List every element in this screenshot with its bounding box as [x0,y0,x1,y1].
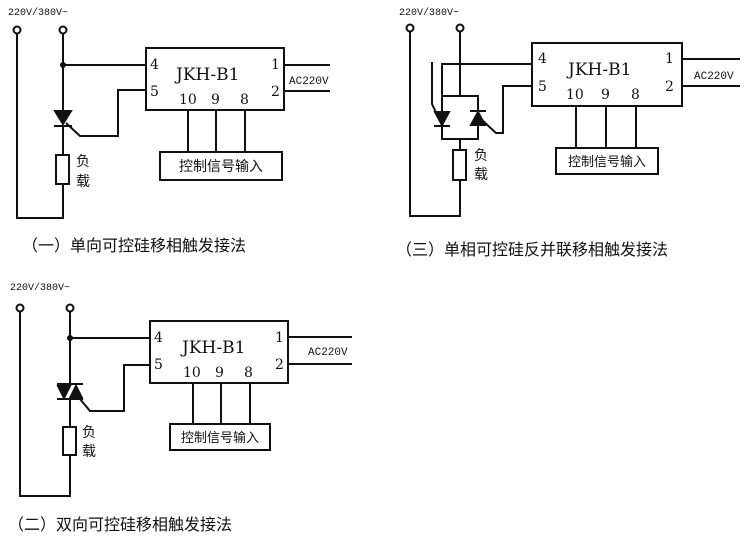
pin-1: 1 [275,330,284,346]
pin-8: 8 [631,87,640,103]
diagram-single-scr: 220V/380V~ 负 载 JKH-B1 4 5 1 2 10 9 8 AC2… [8,7,330,255]
pin-8: 8 [240,92,249,108]
load-label-bottom: 载 [474,166,488,182]
supply-label: 220V/380V~ [399,7,459,19]
load-label-top: 负 [474,147,488,163]
gate-wire [79,364,150,412]
pin-9: 9 [215,365,224,381]
caption: （二）双向可控硅移相触发接法 [8,516,232,534]
ac-label: AC220V [289,76,329,88]
scr-symbol [53,89,146,155]
pin-10: 10 [566,87,584,103]
anti-parallel-scr-symbol [431,62,532,150]
pin-9: 9 [601,87,610,103]
pin-2: 2 [275,357,284,373]
caption: （三）单相可控硅反并联移相触发接法 [396,241,668,259]
return-wire [16,34,64,219]
load-label-top: 负 [76,153,90,169]
return-wire [19,312,71,497]
load-resistor [452,149,467,181]
pin-5: 5 [154,357,163,373]
pin-2: 2 [665,79,674,95]
gate-wire-left [431,62,443,126]
pin-4: 4 [538,51,547,67]
diagram-anti-parallel-scr: 220V/380V~ 负 载 JKH-B1 4 5 1 2 10 9 8 AC2… [396,7,740,259]
wire-pin4 [441,63,532,96]
ac-wires [682,58,740,87]
pin-10: 10 [183,365,201,381]
module-name: JKH-B1 [180,338,245,358]
control-input-label: 控制信号输入 [179,158,263,174]
ac-wires [284,64,330,92]
return-wire [409,32,461,217]
load-label-bottom: 载 [76,173,90,189]
load-label-bottom: 载 [82,443,96,459]
pin-8: 8 [244,365,253,381]
ac-label: AC220V [694,71,734,83]
control-wires [192,383,251,424]
supply-terminal-left [405,23,415,33]
module-name: JKH-B1 [174,65,239,85]
jkh-module-box [149,320,289,384]
pin-1: 1 [665,51,674,67]
pin-4: 4 [150,57,159,73]
diagram-triac: 220V/380V~ 负 载 JKH-B1 4 5 1 2 10 9 8 AC2… [8,282,352,534]
load-resistor [55,154,70,185]
control-input-label: 控制信号输入 [181,430,259,445]
control-input-box [555,147,659,175]
pin-2: 2 [271,84,280,100]
supply-label: 220V/380V~ [10,282,70,294]
pin-9: 9 [211,92,220,108]
supply-terminal-right [58,25,68,35]
gate-wire-right [481,85,532,134]
ac-wires [288,336,352,365]
pin-4: 4 [154,330,163,346]
supply-terminal-right [65,303,75,313]
triac-symbol [56,364,150,427]
gate-wire [65,89,146,137]
pin-5: 5 [150,84,159,100]
module-name: JKH-B1 [566,60,631,80]
supply-terminal-left [12,25,22,35]
supply-terminal-left [15,303,25,313]
supply-terminal-right [455,23,465,33]
control-input-box [169,423,271,451]
control-wires [187,110,246,152]
control-wires [575,106,637,148]
control-input-label: 控制信号输入 [568,154,646,169]
ac-label: AC220V [308,347,348,359]
pin-5: 5 [538,79,547,95]
pin-10: 10 [179,92,197,108]
load-label-top: 负 [82,424,96,440]
load-resistor [62,426,77,456]
control-input-box [159,151,283,181]
caption: （一）单向可控硅移相触发接法 [22,237,246,255]
pin-1: 1 [271,57,280,73]
supply-label: 220V/380V~ [8,7,68,19]
